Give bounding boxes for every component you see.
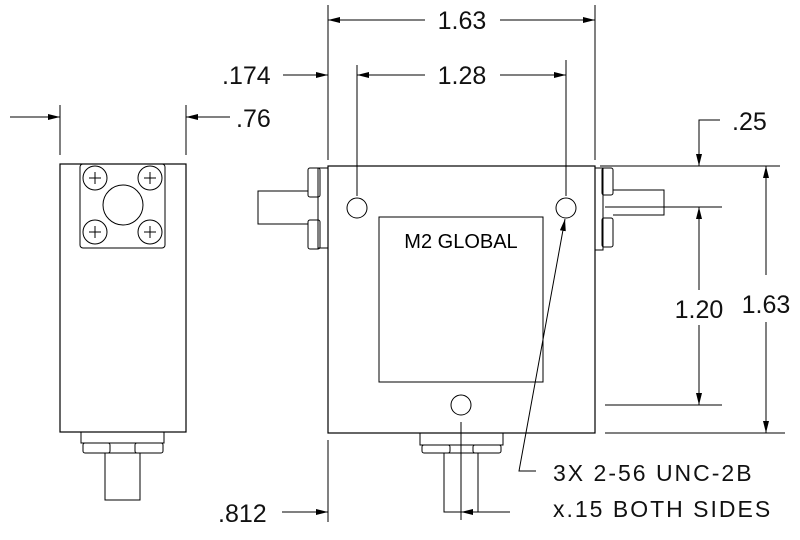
dim-hole-spacing-v: 1.20 (675, 296, 724, 324)
dim-hole-spacing-h: 1.28 (438, 62, 487, 90)
mount-hole (450, 394, 472, 416)
connector-center (102, 184, 144, 226)
note-depth: x.15 BOTH SIDES (553, 496, 772, 522)
right-connector (594, 167, 665, 251)
side-view-body (59, 163, 187, 433)
note-thread: 3X 2-56 UNC-2B (553, 460, 754, 486)
front-body (327, 165, 596, 434)
dim-side-width: .76 (236, 105, 271, 133)
dim-hole-offset: .174 (222, 62, 271, 90)
dim-bottom-offset: .812 (218, 500, 267, 528)
dim-overall-height: 1.63 (742, 291, 791, 319)
mount-hole (555, 197, 577, 219)
connector-flange (79, 163, 166, 249)
side-bottom-connector (80, 431, 165, 501)
brand-label: M2 GLOBAL (404, 231, 517, 253)
screw-icon (82, 165, 163, 245)
side-view: .76 (10, 105, 271, 501)
dim-top-offset: .25 (732, 108, 767, 136)
bottom-connector (419, 422, 504, 520)
left-connector (257, 167, 329, 250)
mount-hole (346, 197, 368, 219)
dim-overall-width: 1.63 (438, 7, 487, 35)
front-view: M2 GLOBAL 1.63 (218, 5, 790, 528)
label-plate (378, 216, 544, 383)
